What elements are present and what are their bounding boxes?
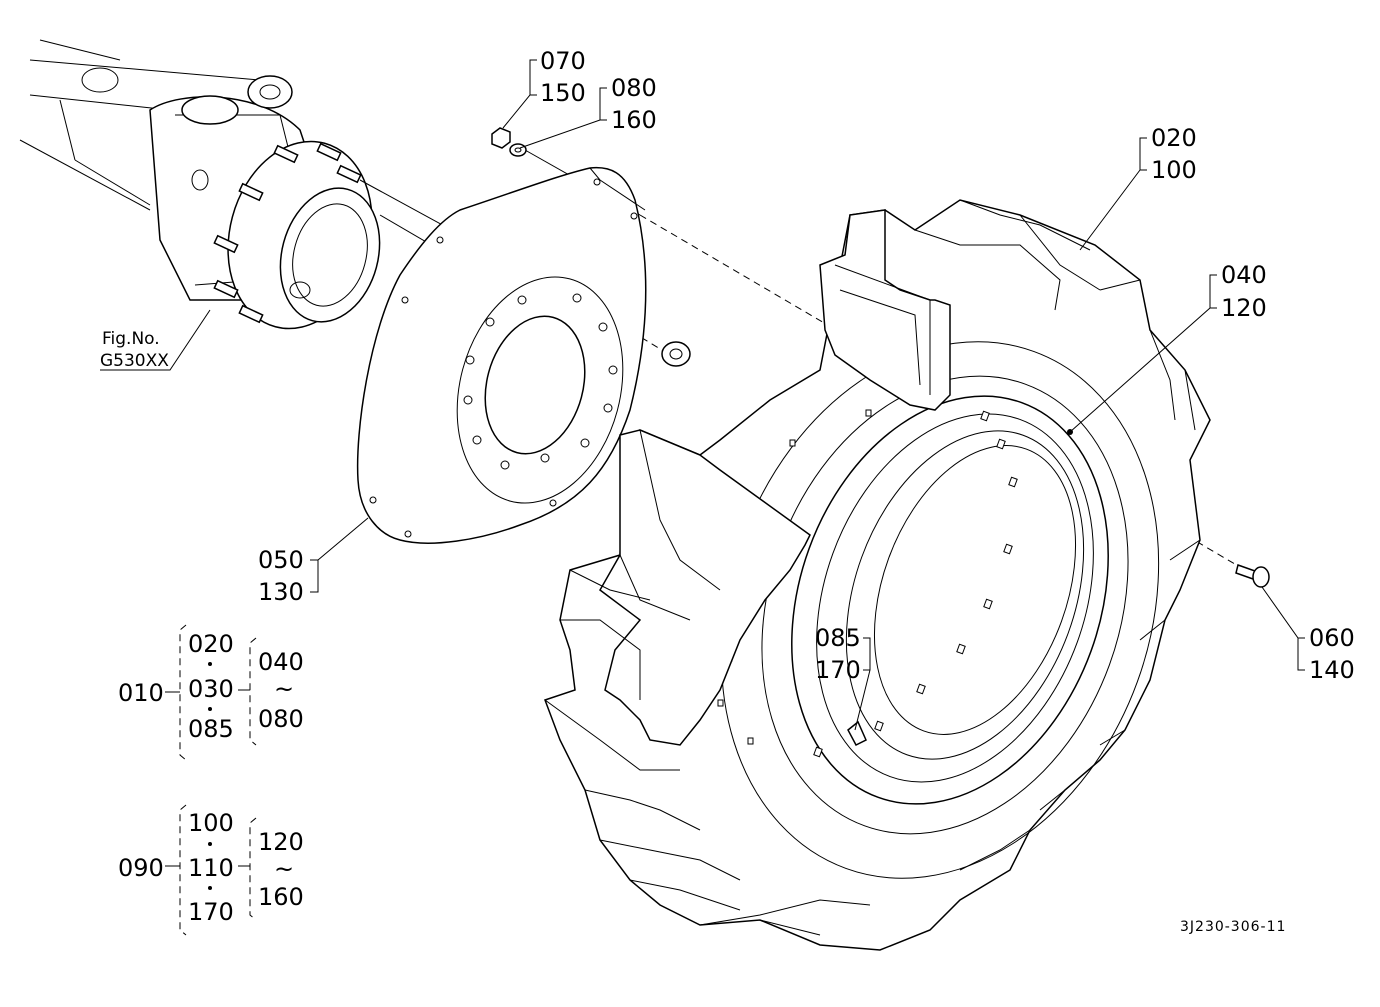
- hub-studs: [213, 142, 362, 324]
- disc-plate: [356, 166, 647, 544]
- set-010-range-sep: ~: [274, 675, 294, 703]
- fig-ref-line2: G530XX: [100, 351, 169, 371]
- set-090: 090 100 110 170 120 ~ 160: [118, 804, 304, 936]
- set-090-range-from: 120: [258, 828, 304, 856]
- set-090-item-3: 170: [188, 898, 234, 926]
- fig-reference: Fig.No. G530XX: [100, 309, 211, 371]
- callout-160: 160: [611, 106, 657, 134]
- set-090-item-1: 100: [188, 809, 234, 837]
- callout-labels: 070 150 080 160 020 100 040 120 050 130 …: [258, 47, 1355, 684]
- disc-bolt-holes: [369, 178, 638, 538]
- drawing-number: 3J230-306-11: [1180, 919, 1286, 935]
- callout-050: 050: [258, 546, 304, 574]
- callout-020: 020: [1151, 124, 1197, 152]
- set-090-range-sep: ~: [274, 855, 294, 883]
- callout-150: 150: [540, 79, 586, 107]
- set-010-range-from: 040: [258, 648, 304, 676]
- set-090-item-2: 110: [188, 854, 234, 882]
- callout-leaders: [310, 59, 1305, 731]
- set-010-range-to: 080: [258, 705, 304, 733]
- callout-100: 100: [1151, 156, 1197, 184]
- hub-nut: [661, 341, 691, 367]
- wheel-bolt: [1235, 564, 1270, 588]
- callout-040: 040: [1221, 261, 1267, 289]
- callout-140: 140: [1309, 656, 1355, 684]
- callout-120: 120: [1221, 294, 1267, 322]
- callout-080: 080: [611, 74, 657, 102]
- callout-085: 085: [815, 624, 861, 652]
- axle-housing: [19, 39, 381, 330]
- set-010-item-2: 030: [188, 675, 234, 703]
- set-010-item-3: 085: [188, 715, 234, 743]
- tire-assembly: [544, 199, 1211, 951]
- callout-060: 060: [1309, 624, 1355, 652]
- set-010-item-1: 020: [188, 630, 234, 658]
- set-090-range-to: 160: [258, 883, 304, 911]
- callout-130: 130: [258, 578, 304, 606]
- set-010-id: 010: [118, 679, 164, 707]
- nut-and-washer: [491, 127, 527, 157]
- fig-ref-line1: Fig.No.: [102, 329, 160, 349]
- callout-070: 070: [540, 47, 586, 75]
- set-010: 010 020 030 085 040 ~ 080: [118, 624, 304, 761]
- set-090-id: 090: [118, 854, 164, 882]
- callout-170: 170: [815, 656, 861, 684]
